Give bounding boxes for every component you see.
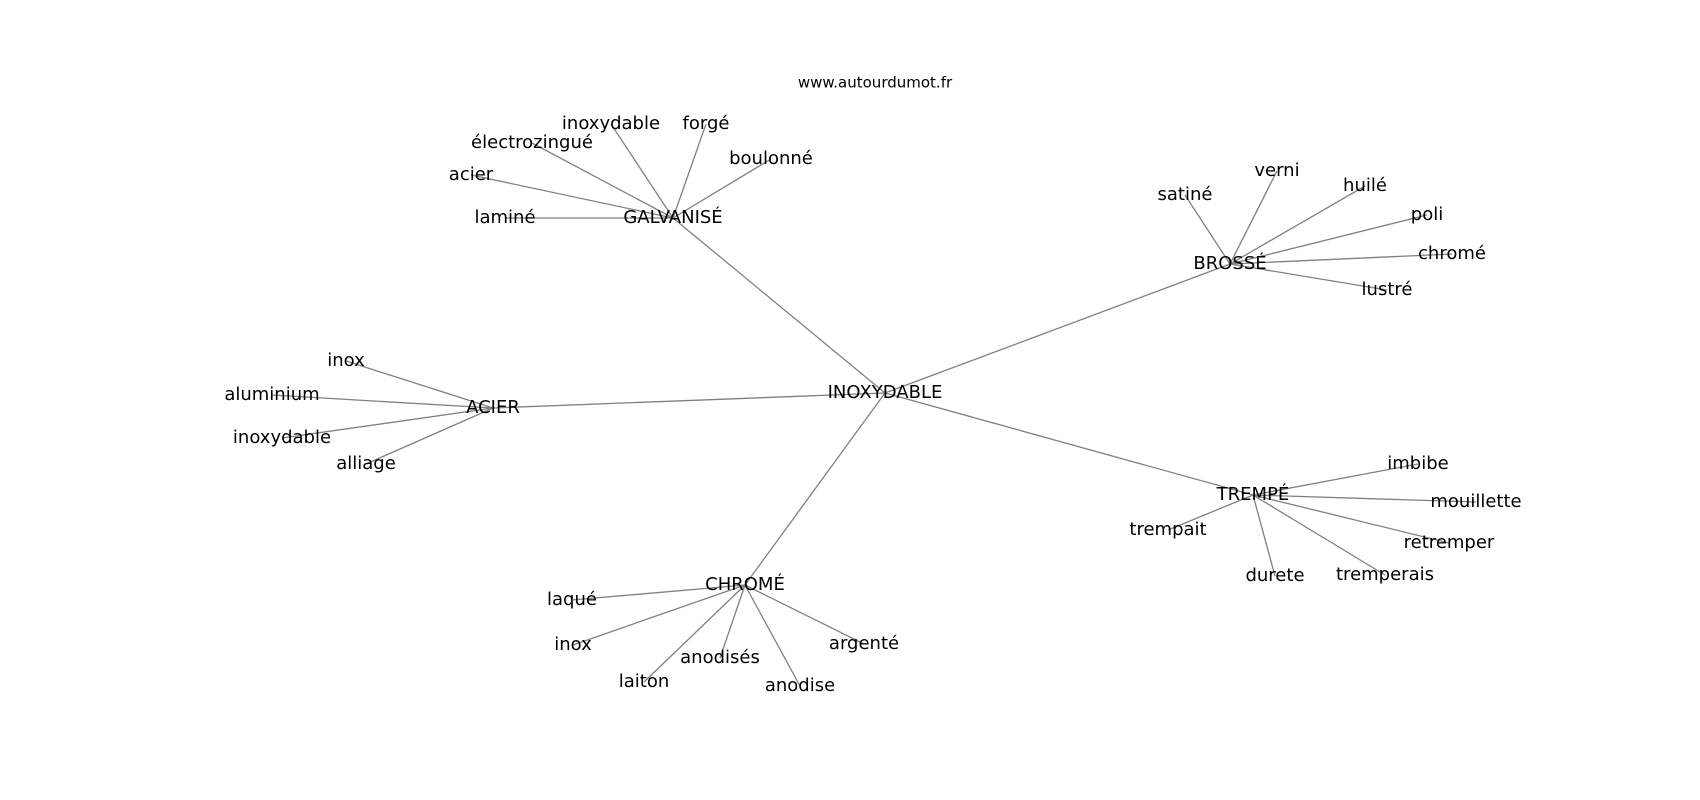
leaf-node: satiné [1158, 184, 1213, 205]
edge-hub-to-leaf [1252, 494, 1477, 503]
hub-node: ACIER [466, 397, 520, 418]
leaf-node: inoxydable [233, 427, 331, 448]
edge-center-to-hub [884, 263, 1231, 394]
edge-hub-to-leaf [470, 174, 674, 219]
leaf-node: durete [1245, 565, 1304, 586]
leaf-node: argenté [829, 633, 899, 654]
edge-hub-to-leaf [1229, 214, 1428, 265]
graph-edges [271, 123, 1477, 687]
edge-hub-to-leaf [271, 394, 494, 409]
leaf-node: huilé [1343, 175, 1387, 196]
hub-node: TREMPÉ [1216, 483, 1290, 505]
edge-hub-to-leaf [672, 158, 772, 219]
leaf-node: acier [449, 164, 494, 185]
leaf-node: aluminium [224, 384, 319, 405]
leaf-node: boulonné [729, 148, 813, 169]
leaf-node: laqué [547, 589, 597, 610]
leaf-node: imbibe [1387, 453, 1448, 474]
hub-node: BROSSÉ [1193, 252, 1266, 274]
edge-center-to-hub [672, 217, 886, 394]
edge-hub-to-leaf [531, 142, 674, 219]
edge-center-to-hub [492, 392, 886, 409]
leaf-node: inox [327, 350, 365, 371]
edge-hub-to-leaf [719, 584, 746, 659]
edge-hub-to-leaf [1229, 170, 1278, 265]
leaf-node: inox [554, 634, 592, 655]
edge-hub-to-leaf [744, 584, 801, 687]
leaf-node: tremperais [1336, 564, 1434, 585]
leaf-node: retremper [1404, 532, 1495, 553]
leaf-node: poli [1411, 204, 1443, 225]
edge-hub-to-leaf [1229, 263, 1388, 291]
leaf-node: électrozingué [471, 132, 593, 153]
leaf-node: anodise [765, 675, 835, 696]
leaf-node: verni [1254, 160, 1299, 181]
leaf-node: alliage [336, 453, 396, 474]
hub-node: CHROMÉ [705, 573, 785, 595]
edge-hub-to-leaf [1252, 494, 1450, 544]
edge-hub-to-leaf [1252, 494, 1276, 577]
leaf-node: anodisés [680, 647, 760, 668]
edge-hub-to-leaf [365, 407, 494, 465]
edge-hub-to-leaf [643, 584, 746, 683]
edge-center-to-hub [884, 392, 1254, 496]
edge-hub-to-leaf [571, 584, 746, 601]
edge-hub-to-leaf [610, 123, 674, 219]
leaf-node: lustré [1362, 279, 1413, 300]
leaf-node: mouillette [1430, 491, 1521, 512]
edge-hub-to-leaf [1184, 194, 1231, 265]
leaf-node: chromé [1418, 243, 1486, 264]
leaf-node: laminé [474, 207, 535, 228]
edge-hub-to-leaf [1252, 463, 1419, 496]
graph-labels: www.autourdumot.fr INOXYDABLE GALVANISÉ la… [224, 74, 1521, 697]
edge-hub-to-leaf [572, 584, 746, 646]
edge-hub-to-leaf [744, 584, 865, 645]
edge-hub-to-leaf [672, 123, 707, 219]
edge-hub-to-leaf [345, 360, 494, 409]
edge-hub-to-leaf [281, 407, 494, 439]
leaf-node: laiton [619, 671, 670, 692]
edge-hub-to-leaf [1252, 494, 1386, 576]
edge-hub-to-leaf [1229, 185, 1366, 265]
hub-node: GALVANISÉ [623, 206, 722, 228]
edge-center-to-hub [744, 392, 886, 586]
leaf-node: forgé [683, 113, 730, 134]
center-node: INOXYDABLE [828, 382, 943, 403]
source-label: www.autourdumot.fr [798, 74, 953, 92]
edge-hub-to-leaf [1229, 253, 1453, 265]
edge-hub-to-leaf [1167, 494, 1254, 531]
leaf-node: inoxydable [562, 113, 660, 134]
leaf-node: trempait [1129, 519, 1206, 540]
